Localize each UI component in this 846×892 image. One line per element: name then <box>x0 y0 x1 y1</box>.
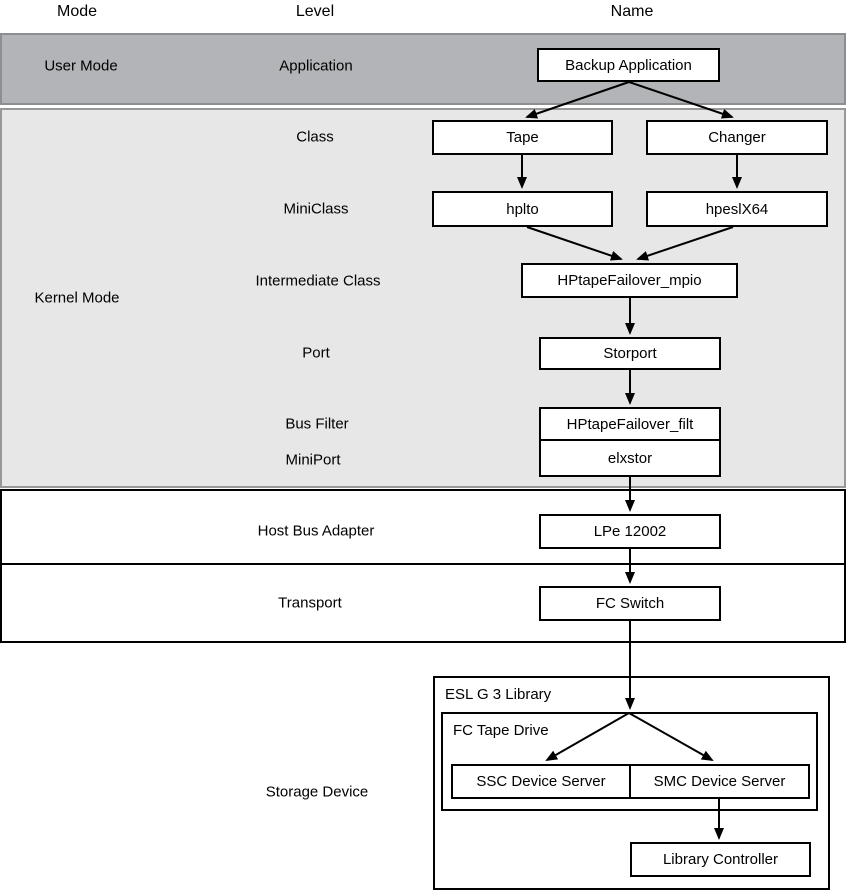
level-label-miniclass: MiniClass <box>283 200 349 218</box>
level-label-host-bus-adapter: Host Bus Adapter <box>257 522 375 540</box>
level-label-bus-filter: Bus Filter <box>285 415 349 433</box>
esl-library-frame: ESL G 3 Library <box>433 676 830 890</box>
header-level: Level <box>295 3 335 20</box>
header-mode: Mode <box>56 3 98 20</box>
node-changer: Changer <box>646 120 828 155</box>
level-label-application: Application <box>279 57 353 75</box>
node-hplto: hplto <box>432 191 613 227</box>
node-backup-application: Backup Application <box>537 48 720 82</box>
node-hptapefailover-mpio: HPtapeFailover_mpio <box>521 263 738 298</box>
level-label-class: Class <box>296 128 334 146</box>
node-smc-device-server: SMC Device Server <box>629 764 810 799</box>
level-label-miniport: MiniPort <box>285 451 341 469</box>
mode-label-kernel: Kernel Mode <box>34 289 120 307</box>
node-tape: Tape <box>432 120 613 155</box>
level-label-storage-device: Storage Device <box>265 783 369 801</box>
node-lpe-12002: LPe 12002 <box>539 514 721 549</box>
level-label-intermediate-class: Intermediate Class <box>255 272 381 290</box>
header-name: Name <box>610 3 654 20</box>
node-fc-switch: FC Switch <box>539 586 721 621</box>
esl-library-label: ESL G 3 Library <box>445 686 552 703</box>
node-hptapefailover-filt: HPtapeFailover_filt <box>539 407 721 441</box>
level-label-transport: Transport <box>278 594 342 612</box>
node-elxstor: elxstor <box>539 439 721 477</box>
mode-label-user: User Mode <box>44 57 118 75</box>
fc-tape-drive-label: FC Tape Drive <box>453 722 549 739</box>
node-hpeslx64: hpeslX64 <box>646 191 828 227</box>
node-library-controller: Library Controller <box>630 842 811 877</box>
level-label-port: Port <box>302 344 330 362</box>
node-ssc-device-server: SSC Device Server <box>451 764 631 799</box>
node-storport: Storport <box>539 337 721 370</box>
